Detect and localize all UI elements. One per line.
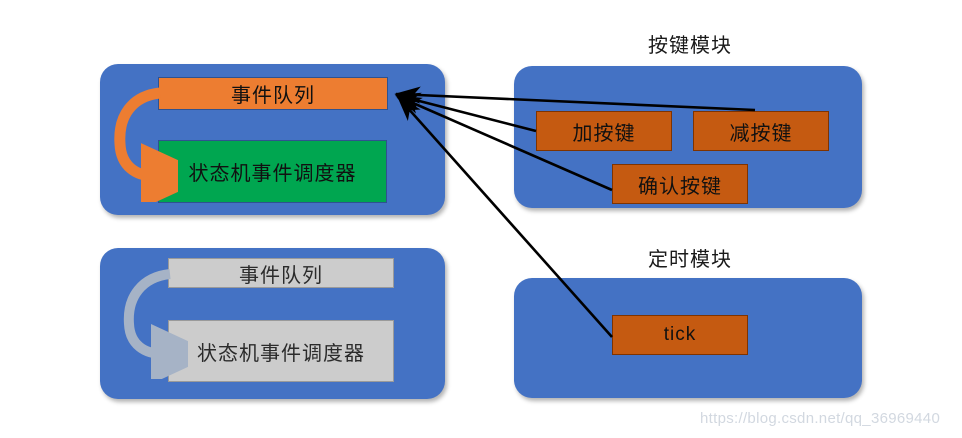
watermark-text: https://blog.csdn.net/qq_36969440 <box>700 410 941 427</box>
key-module-title: 按键模块 <box>648 35 732 57</box>
state-machine-scheduler-box-active[interactable]: 状态机事件调度器 <box>158 140 387 203</box>
event-queue-box-muted[interactable]: 事件队列 <box>168 258 394 288</box>
key-button-confirm[interactable]: 确认按键 <box>612 164 748 204</box>
timer-node-tick[interactable]: tick <box>612 315 748 355</box>
timer-module-title: 定时模块 <box>648 249 732 271</box>
event-queue-box-active[interactable]: 事件队列 <box>158 77 388 110</box>
state-machine-scheduler-box-muted[interactable]: 状态机事件调度器 <box>168 320 394 382</box>
key-button-increase[interactable]: 加按键 <box>536 111 672 151</box>
key-button-decrease[interactable]: 减按键 <box>693 111 829 151</box>
